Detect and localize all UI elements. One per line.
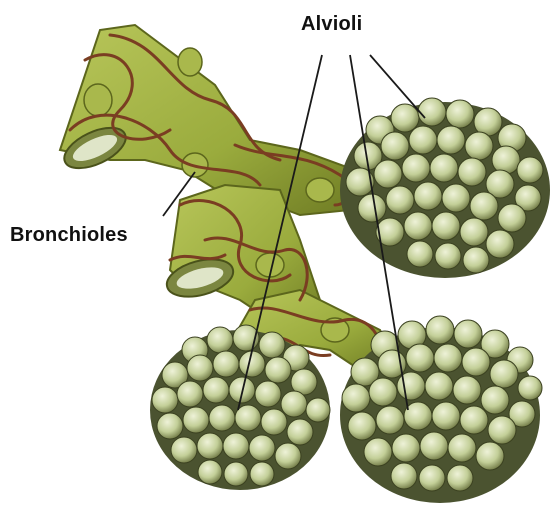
alveoli-label: Alvioli <box>301 13 362 36</box>
bronchioles-label: Bronchioles <box>10 224 128 247</box>
alveoli-cluster-lower-left <box>150 325 330 490</box>
